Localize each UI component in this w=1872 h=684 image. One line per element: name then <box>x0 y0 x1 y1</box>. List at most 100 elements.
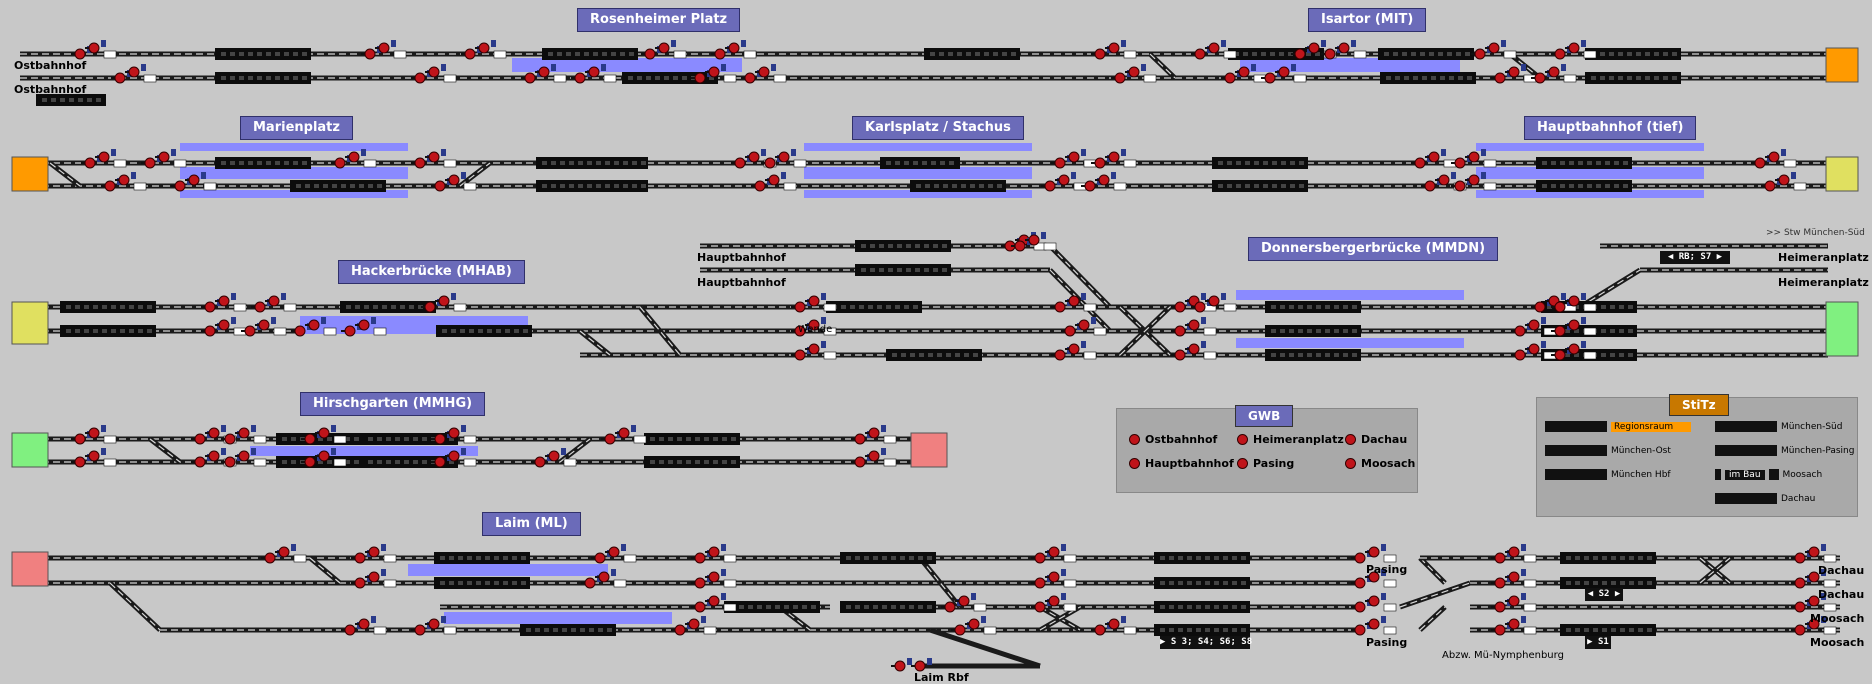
signal-icon[interactable] <box>1508 546 1520 558</box>
signal-icon[interactable] <box>1428 151 1440 163</box>
track-block[interactable] <box>215 48 311 60</box>
track-block[interactable] <box>520 624 616 636</box>
signal-icon[interactable] <box>728 42 740 54</box>
signal-icon[interactable] <box>1034 552 1046 564</box>
signal-icon[interactable] <box>264 552 276 564</box>
signal-icon[interactable] <box>1794 552 1806 564</box>
signal-icon[interactable] <box>1048 571 1060 583</box>
signal-icon[interactable] <box>1528 343 1540 355</box>
track-block[interactable] <box>215 72 311 84</box>
track-block[interactable] <box>1380 72 1476 84</box>
track-block[interactable] <box>362 456 458 468</box>
signal-icon[interactable] <box>1794 601 1806 613</box>
station-isartor[interactable]: Isartor (MIT) <box>1308 8 1427 32</box>
signal-icon[interactable] <box>1368 595 1380 607</box>
signal-icon[interactable] <box>128 66 140 78</box>
signal-icon[interactable] <box>1188 343 1200 355</box>
signal-icon[interactable] <box>1454 180 1466 192</box>
signal-icon[interactable] <box>1188 319 1200 331</box>
signal-icon[interactable] <box>98 151 110 163</box>
signal-icon[interactable] <box>1094 624 1106 636</box>
signal-icon[interactable] <box>1438 174 1450 186</box>
signal-icon[interactable] <box>358 319 370 331</box>
signal-icon[interactable] <box>968 618 980 630</box>
signal-icon[interactable] <box>748 151 760 163</box>
signal-icon[interactable] <box>708 66 720 78</box>
signal-icon[interactable] <box>1014 240 1026 252</box>
signal-icon[interactable] <box>258 319 270 331</box>
track-block[interactable] <box>840 552 936 564</box>
signal-icon[interactable] <box>1808 618 1820 630</box>
signal-icon[interactable] <box>794 349 806 361</box>
signal-icon[interactable] <box>594 552 606 564</box>
signal-icon[interactable] <box>1508 618 1520 630</box>
signal-icon[interactable] <box>1494 624 1506 636</box>
signal-icon[interactable] <box>1468 174 1480 186</box>
signal-icon[interactable] <box>1338 42 1350 54</box>
entry-box[interactable] <box>11 551 49 587</box>
track-block[interactable] <box>855 264 951 276</box>
signal-icon[interactable] <box>1568 42 1580 54</box>
signal-icon[interactable] <box>1094 48 1106 60</box>
signal-icon[interactable] <box>1794 624 1806 636</box>
signal-icon[interactable] <box>1808 595 1820 607</box>
signal-icon[interactable] <box>354 577 366 589</box>
signal-icon[interactable] <box>318 450 330 462</box>
signal-icon[interactable] <box>854 433 866 445</box>
station-laim[interactable]: Laim (ML) <box>482 512 581 536</box>
signal-icon[interactable] <box>268 295 280 307</box>
track-block[interactable] <box>340 301 436 313</box>
signal-icon[interactable] <box>344 325 356 337</box>
signal-icon[interactable] <box>428 151 440 163</box>
signal-icon[interactable] <box>344 624 356 636</box>
track-block[interactable] <box>60 301 156 313</box>
signal-icon[interactable] <box>204 301 216 313</box>
signal-icon[interactable] <box>1764 180 1776 192</box>
signal-icon[interactable] <box>1194 48 1206 60</box>
track-block[interactable] <box>276 456 372 468</box>
station-hauptbahnhof-tief[interactable]: Hauptbahnhof (tief) <box>1524 116 1697 140</box>
signal-icon[interactable] <box>1548 66 1560 78</box>
track-block[interactable] <box>1378 48 1474 60</box>
entry-box[interactable] <box>1825 301 1859 357</box>
track-block[interactable] <box>880 157 960 169</box>
signal-icon[interactable] <box>1354 577 1366 589</box>
gwb-item-ostbahnhof[interactable]: Ostbahnhof <box>1129 433 1217 446</box>
signal-icon[interactable] <box>364 48 376 60</box>
signal-icon[interactable] <box>1208 42 1220 54</box>
signal-icon[interactable] <box>1174 325 1186 337</box>
track-block[interactable] <box>910 180 1006 192</box>
track-block[interactable] <box>434 577 530 589</box>
track-block[interactable] <box>1560 624 1656 636</box>
signal-icon[interactable] <box>794 301 806 313</box>
signal-icon[interactable] <box>1508 571 1520 583</box>
signal-icon[interactable] <box>1294 48 1306 60</box>
signal-icon[interactable] <box>778 151 790 163</box>
signal-icon[interactable] <box>868 450 880 462</box>
station-marienplatz[interactable]: Marienplatz <box>240 116 353 140</box>
station-karlsplatz[interactable]: Karlsplatz / Stachus <box>852 116 1024 140</box>
track-block[interactable] <box>1212 157 1308 169</box>
signal-icon[interactable] <box>304 456 316 468</box>
track-block[interactable] <box>60 325 156 337</box>
signal-icon[interactable] <box>308 319 320 331</box>
track-block[interactable] <box>542 48 638 60</box>
signal-icon[interactable] <box>414 72 426 84</box>
entry-box[interactable] <box>1825 47 1859 83</box>
signal-icon[interactable] <box>318 427 330 439</box>
track-block[interactable] <box>644 456 740 468</box>
signal-icon[interactable] <box>1054 157 1066 169</box>
signal-icon[interactable] <box>1474 48 1486 60</box>
signal-icon[interactable] <box>1308 42 1320 54</box>
signal-icon[interactable] <box>294 325 306 337</box>
signal-icon[interactable] <box>1508 66 1520 78</box>
signal-icon[interactable] <box>1108 618 1120 630</box>
signal-icon[interactable] <box>588 66 600 78</box>
gwb-item-heimeranplatz[interactable]: Heimeranplatz <box>1237 433 1344 446</box>
signal-icon[interactable] <box>944 601 956 613</box>
stitz-item-muenchen-hbf[interactable]: München Hbf <box>1545 469 1671 480</box>
signal-icon[interactable] <box>1534 72 1546 84</box>
signal-icon[interactable] <box>104 180 116 192</box>
track-block[interactable] <box>1536 157 1632 169</box>
track-block[interactable] <box>1154 552 1250 564</box>
